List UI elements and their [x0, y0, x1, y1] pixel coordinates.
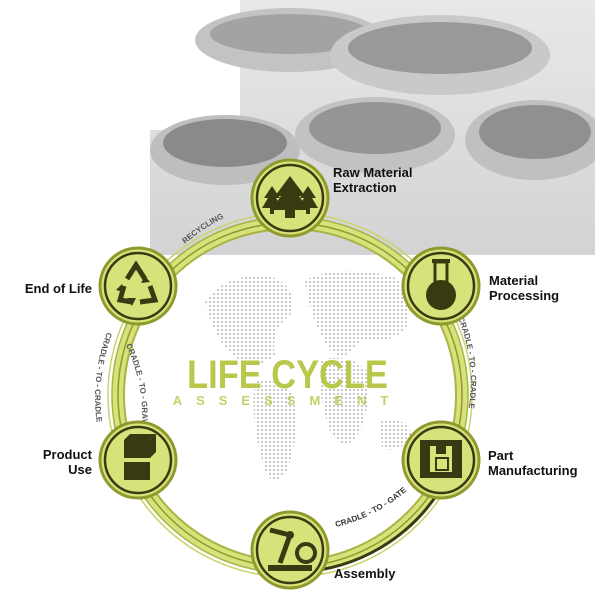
node-part-manufacturing [401, 420, 481, 500]
background-photo [150, 0, 595, 255]
node-material-processing [401, 246, 481, 326]
robot-arm-icon [268, 527, 317, 571]
cradle-to-cradle-left-label: CRADLE - TO - CRADLE [93, 331, 114, 423]
node-assembly [250, 510, 330, 590]
press-icon [420, 440, 462, 478]
trees-icon [262, 176, 318, 218]
node-raw-material [250, 158, 330, 238]
assembly-label: Assembly [334, 566, 396, 581]
node-end-of-life [98, 246, 178, 326]
world-map [205, 270, 412, 480]
center-title: LIFE CYCLE [187, 353, 388, 397]
boxes-icon [124, 434, 156, 480]
end-of-life-label: End of Life [24, 281, 92, 296]
node-product-use [98, 420, 178, 500]
center-subtitle: ASSESSMENT [172, 393, 403, 408]
recycle-icon [116, 260, 159, 306]
flask-icon [426, 259, 456, 310]
